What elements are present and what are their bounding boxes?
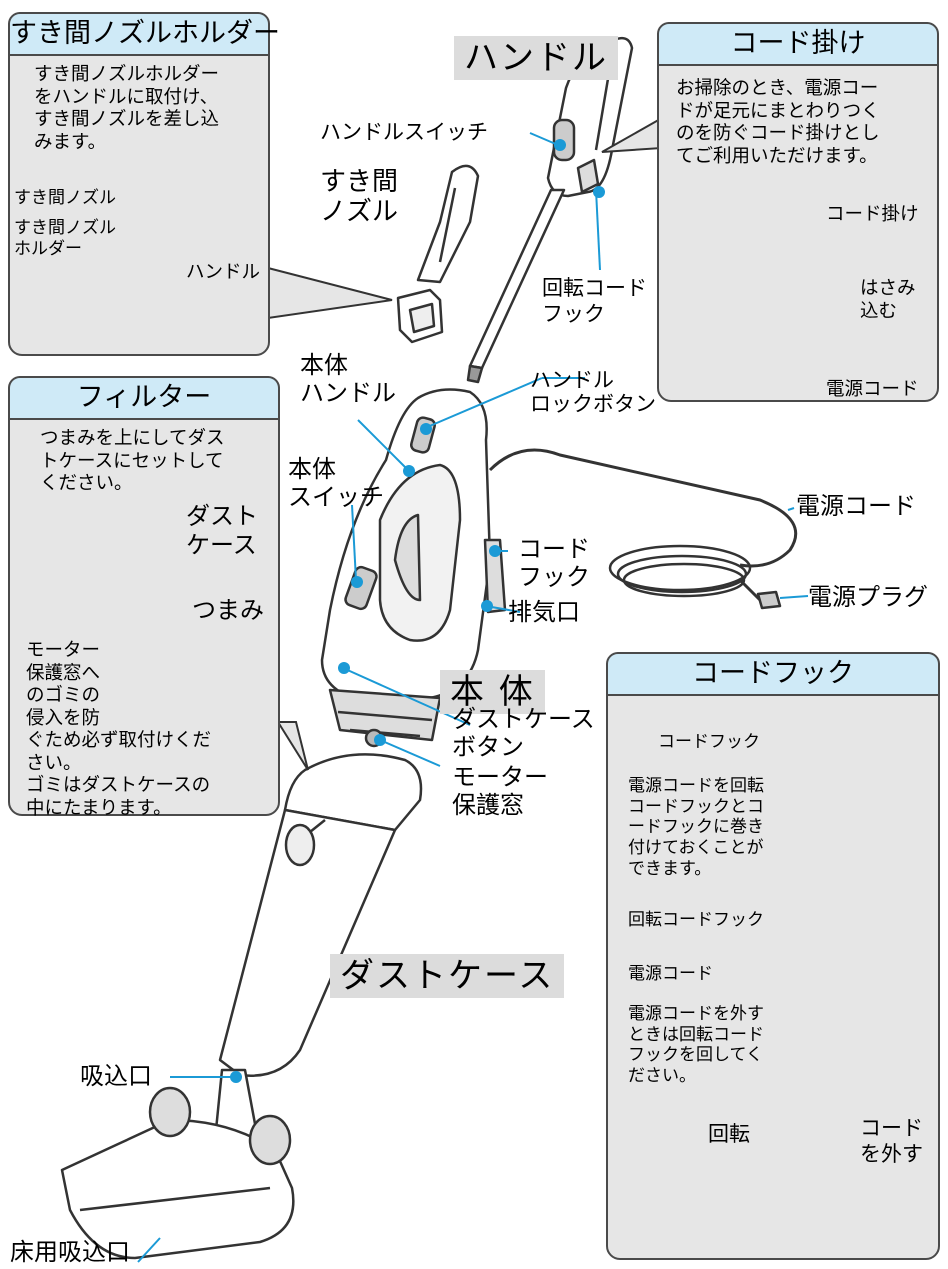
knob-label: つまみ xyxy=(192,596,264,624)
hook-label: コードフック xyxy=(658,732,760,752)
leader-dot xyxy=(489,545,501,557)
leader-dot xyxy=(374,734,386,746)
handle-illustration xyxy=(466,37,634,384)
nozzle-label: すき間ノズル xyxy=(14,188,116,208)
leader-dot xyxy=(593,186,605,198)
hanger-label: コード掛け xyxy=(826,204,919,225)
filter-panel xyxy=(8,376,280,816)
cord-coil-illustration xyxy=(608,544,762,602)
crevice-nozzle-illustration xyxy=(416,164,480,284)
dustcase-title: ダストケース xyxy=(330,954,565,998)
filter-desc: つまみを上にしてダス トケースにセットして ください。 xyxy=(40,428,225,495)
leader-dot xyxy=(420,423,432,435)
handle-lock-button-label: ハンドル ロックボタン xyxy=(530,368,656,417)
handle-switch-label: ハンドルスイッチ xyxy=(320,120,488,144)
cord-hook-panel xyxy=(606,652,940,1260)
power-cord-illustration xyxy=(488,448,798,568)
nozzle-holder-desc: すき間ノズルホルダー をハンドルに取付け、 すき間ノズルを差し込 みます。 xyxy=(34,64,220,153)
nozzle-holder-heading: すき間ノズルホルダー xyxy=(8,12,280,56)
leader-dot xyxy=(481,600,493,612)
cord-label-small: 電源コード xyxy=(826,379,919,400)
cord-hanger-panel xyxy=(657,22,939,402)
cord-hook-desc1: 電源コードを回転 コードフックとコ ードフックに巻き 付けておくことが できます… xyxy=(628,776,764,879)
pinch-label: はさみ 込む xyxy=(860,278,916,322)
remove-label: コード を外す xyxy=(860,1116,923,1166)
floor-nozzle-illustration xyxy=(60,1068,295,1260)
rotating-hook-label: 回転コードフック xyxy=(628,910,764,930)
body-switch-label: 本体 スイッチ xyxy=(288,455,384,511)
floor-inlet-label: 床用吸込口 xyxy=(10,1238,130,1266)
rotate-label: 回転 xyxy=(708,1122,750,1146)
leader-dot xyxy=(403,465,415,477)
exhaust-label: 排気口 xyxy=(508,598,580,626)
suction-inlet-label: 吸込口 xyxy=(80,1062,152,1090)
power-cord-label-small: 電源コード xyxy=(628,964,713,984)
leader-dot xyxy=(338,662,350,674)
body-illustration xyxy=(320,388,507,748)
cord-hanger-heading: コード掛け xyxy=(657,22,939,66)
crevice-nozzle-label: すき間 ノズル xyxy=(320,167,399,227)
body-handle-label: 本体 ハンドル xyxy=(300,351,396,407)
leader-dot xyxy=(554,139,566,151)
leader-dot xyxy=(230,1071,242,1083)
plug-illustration xyxy=(756,590,782,610)
filter-panel-pointer xyxy=(276,721,309,771)
power-plug-label: 電源プラグ xyxy=(808,583,928,611)
power-cord-label: 電源コード xyxy=(796,492,916,520)
filter-window-note: モーター 保護窓へ のゴミの 侵入を防 ぐため必ず取付けくだ さい。 ゴミはダス… xyxy=(26,640,212,819)
handle-label-small: ハンドル xyxy=(186,262,261,283)
nozzle-panel-pointer xyxy=(267,266,393,320)
rotating-cord-hook-label: 回転コード フック xyxy=(542,276,647,326)
cord-hook-label: コード フック xyxy=(518,535,590,591)
leader-dot xyxy=(351,576,363,588)
nozzle-holder-illustration xyxy=(396,288,444,344)
handle-title: ハンドル xyxy=(454,36,618,80)
dustcase-illustration xyxy=(218,753,423,1077)
holder-label: すき間ノズル ホルダー xyxy=(14,218,116,259)
cord-hook-desc2: 電源コードを外す ときは回転コード フックを回してく ださい。 xyxy=(628,1004,764,1087)
motor-window-label: モーター 保護窓 xyxy=(452,763,548,819)
nozzle-holder-panel xyxy=(8,12,270,356)
cord-hanger-desc: お掃除のとき、電源コー ドが足元にまとわりつく のを防ぐコード掛けとし てご利用… xyxy=(676,78,880,167)
body-title: 本 体 xyxy=(440,670,545,714)
cord-hook-heading: コードフック xyxy=(606,652,940,696)
dustcase-label-small: ダスト ケース xyxy=(186,502,258,560)
dustcase-button-label: ダストケース ボタン xyxy=(452,705,595,761)
filter-heading: フィルター xyxy=(8,376,280,420)
